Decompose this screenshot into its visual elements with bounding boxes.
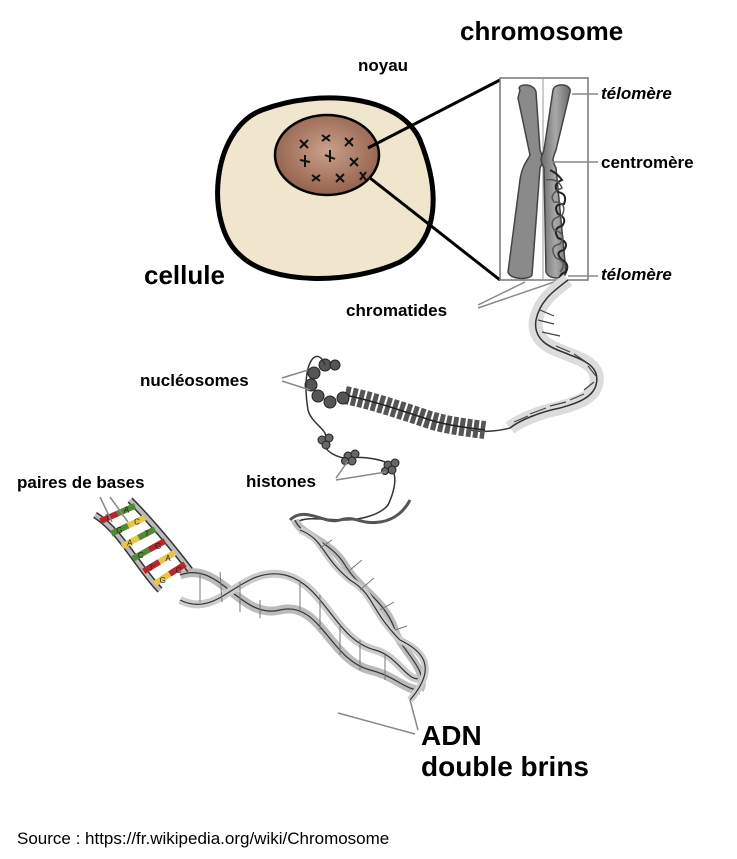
dna-upper-helix	[288, 499, 412, 525]
label-nucleosomes: nucléosomes	[140, 371, 249, 390]
base-letter: T	[105, 513, 110, 522]
base-pair-rung	[168, 561, 187, 577]
base-letter: A	[165, 554, 171, 563]
base-letter: T	[149, 563, 154, 572]
leader-bases-1	[99, 496, 113, 523]
label-chromosome: chromosome	[460, 16, 624, 46]
label-centromere: centromère	[601, 153, 694, 172]
base-letter: G	[160, 576, 166, 585]
leader-adn-2	[409, 699, 419, 731]
dna-double-helix	[178, 518, 429, 703]
label-chromatides: chromatides	[346, 301, 448, 320]
base-pair-rung	[157, 549, 177, 565]
leader-chromatides-2	[477, 279, 561, 309]
base-letter: C	[176, 566, 182, 575]
base-letter: C	[138, 551, 144, 560]
base-letter: G	[116, 526, 122, 535]
source-citation: Source : https://fr.wikipedia.org/wiki/C…	[17, 829, 390, 848]
leader-nucleosomes-2	[281, 380, 311, 391]
base-pair-rung	[131, 547, 151, 562]
leader-nucleosomes-1	[281, 369, 309, 379]
base-letter: T	[145, 530, 150, 539]
leader-histones-2	[335, 471, 387, 481]
nucleosome-beads	[304, 358, 350, 409]
label-noyau: noyau	[358, 56, 409, 75]
leader-adn-1	[337, 712, 416, 735]
label-telomere-top: télomère	[601, 84, 672, 103]
label-cellule: cellule	[144, 260, 225, 290]
leader-histones-1	[335, 460, 349, 479]
chromatin-fiber	[469, 274, 604, 434]
chromosome-shape	[507, 84, 571, 283]
label-telomere-bottom: télomère	[601, 265, 672, 284]
base-pair-rung	[126, 514, 147, 529]
base-letter: A	[127, 538, 133, 547]
label-adn: ADN	[421, 720, 482, 751]
histone-clusters	[317, 433, 400, 475]
base-letter: C	[134, 518, 140, 527]
base-pair-rung	[142, 559, 161, 574]
label-double-brins: double brins	[421, 751, 589, 782]
base-letter: G	[155, 542, 161, 551]
label-paires-de-bases: paires de bases	[17, 473, 145, 492]
label-histones: histones	[246, 472, 316, 491]
nucleus-chromosomes	[299, 134, 367, 183]
nucleosome-solenoid	[343, 386, 487, 439]
base-pair-rung	[137, 526, 157, 541]
base-pair-rung	[152, 571, 172, 587]
leader-chromatides-1	[477, 281, 526, 306]
base-pair-rung	[120, 535, 140, 549]
base-letter: A	[124, 506, 130, 515]
base-pair-rung	[147, 538, 167, 553]
base-pair-rung	[109, 522, 130, 537]
leader-bases-2	[109, 496, 129, 523]
zoom-line-top	[367, 78, 501, 150]
zoom-line-bottom	[369, 176, 501, 282]
